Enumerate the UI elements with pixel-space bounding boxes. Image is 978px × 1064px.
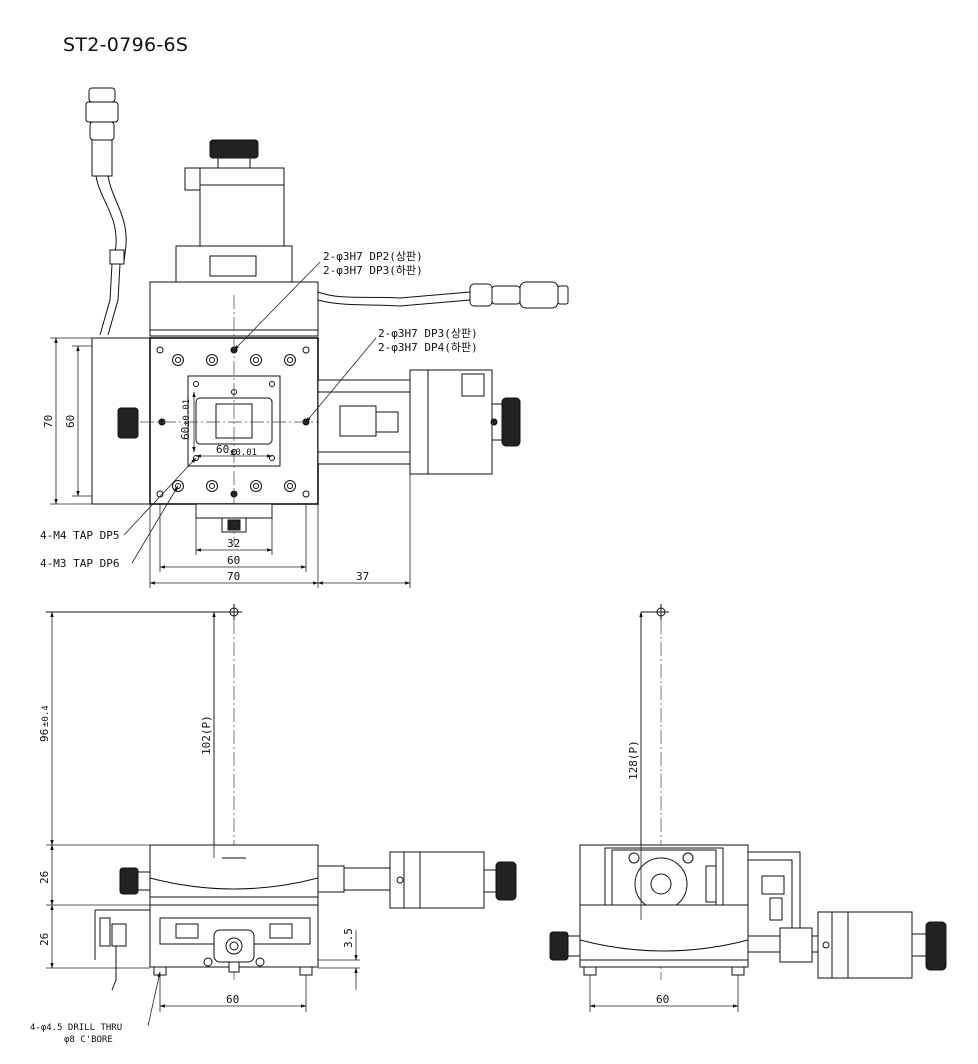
callout-top-pin-1: 2-φ3H7 DP2(상판)	[323, 250, 423, 263]
dim-top-60-horizontal: 60	[227, 554, 240, 567]
front-view	[46, 604, 517, 1027]
right-motor	[317, 369, 521, 475]
dim-top-32: 32	[227, 537, 240, 550]
dim-front-102: 102(P)	[200, 715, 213, 755]
callout-top-pin-2: 2-φ3H7 DP3(하판)	[323, 263, 423, 277]
drawing-title: ST2-0796-6S	[63, 34, 189, 56]
dim-top-pitch-horizontal: 60	[216, 443, 229, 456]
dim-top-70-vertical: 70	[42, 415, 55, 428]
callout-side-pin-2: 2-φ3H7 DP4(하판)	[378, 340, 478, 354]
callout-drill-2: φ8 C'BORE	[64, 1035, 113, 1045]
dim-side-60: 60	[656, 993, 669, 1006]
dim-front-96: 96	[38, 729, 51, 742]
dim-side-128: 128(P)	[627, 740, 640, 780]
top-cable-connector	[85, 87, 127, 336]
top-view	[50, 87, 569, 588]
dim-top-70-horizontal: 70	[227, 570, 240, 583]
callout-drill-1: 4-φ4.5 DRILL THRU	[30, 1023, 122, 1033]
dim-top-pitch-horizontal-tol: ±0.01	[230, 448, 257, 458]
dim-top-pitch-vertical-tol: ±0.01	[182, 399, 192, 426]
dim-front-96-tol: ±0.4	[41, 705, 51, 727]
callout-tap-m4: 4-M4 TAP DP5	[40, 529, 119, 542]
dim-top-pitch-vertical: 60	[179, 427, 192, 440]
dim-front-26-lower: 26	[38, 933, 51, 946]
side-view	[549, 604, 947, 1012]
dim-top-37: 37	[356, 570, 369, 583]
right-cable-connector	[317, 281, 569, 309]
callout-tap-m3: 4-M3 TAP DP6	[40, 557, 119, 570]
stage-plate	[140, 295, 470, 545]
callout-side-pin-1: 2-φ3H7 DP3(상판)	[378, 327, 478, 340]
dim-front-26-upper: 26	[38, 871, 51, 884]
dim-top-60-vertical: 60	[64, 415, 77, 428]
top-motor	[149, 139, 319, 337]
dim-front-60: 60	[226, 993, 239, 1006]
dim-front-3-5: 3.5	[342, 928, 355, 948]
bottom-bracket	[195, 503, 273, 533]
